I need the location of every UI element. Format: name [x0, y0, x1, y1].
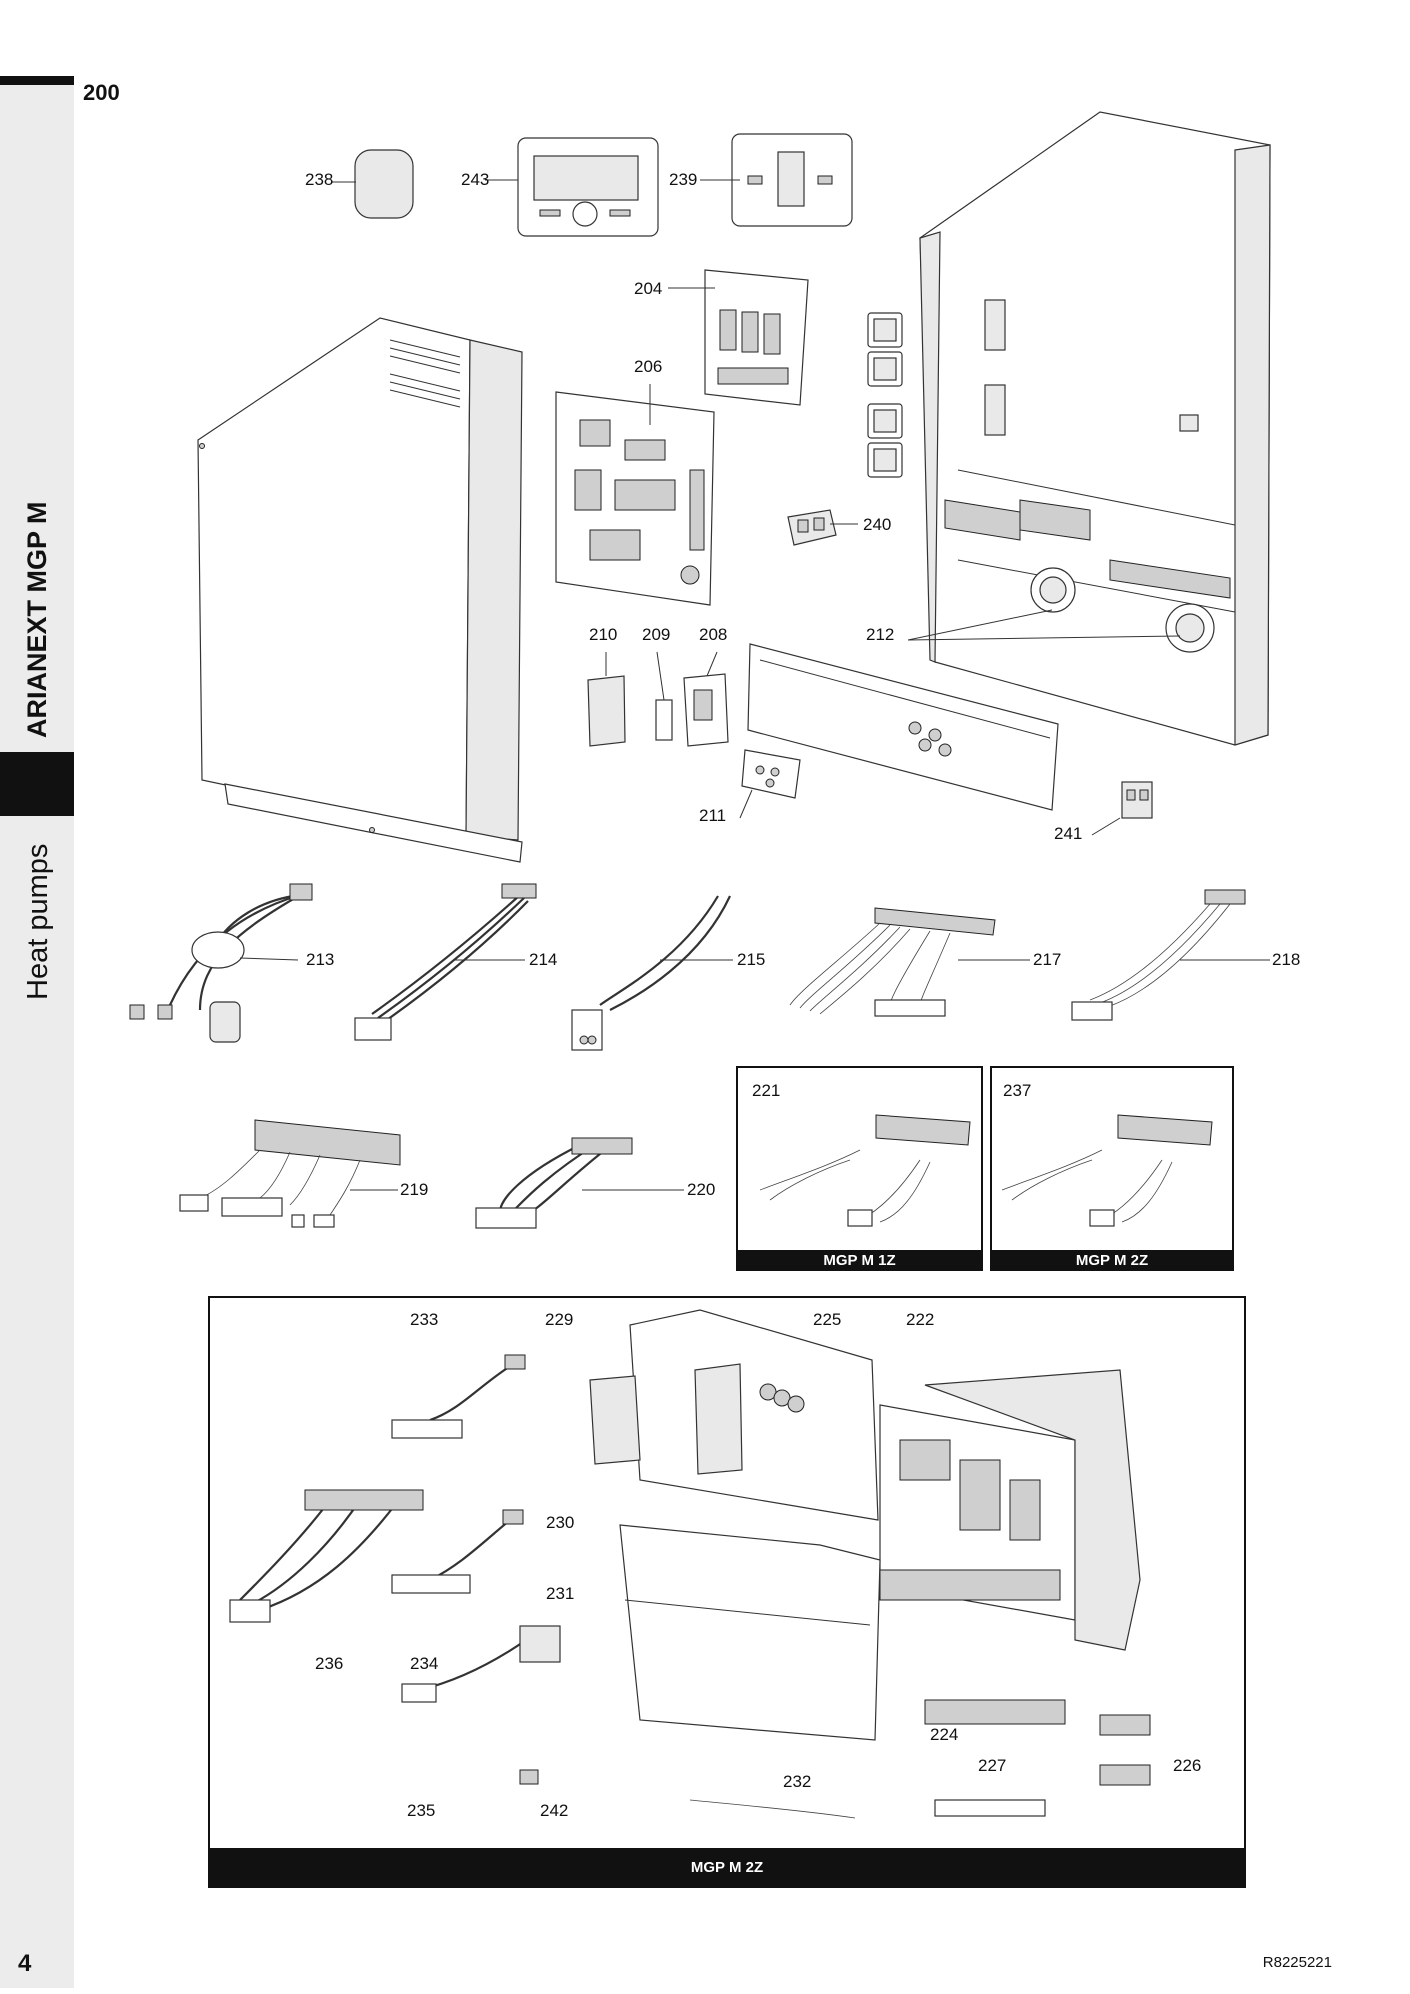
grommet-drawings — [867, 312, 903, 478]
part-label-208: 208 — [699, 625, 728, 644]
part-label-237: 237 — [1003, 1081, 1032, 1100]
kit-frame-1z — [736, 1066, 983, 1271]
back-frame-drawing — [907, 111, 1271, 746]
part-240-drawing — [787, 509, 858, 546]
part-label-215: 215 — [737, 950, 766, 969]
sidebar-top-rule — [0, 76, 74, 85]
part-label-226: 226 — [1173, 1756, 1202, 1775]
module-housing-drawing — [589, 1309, 879, 1521]
part-label-218: 218 — [1272, 950, 1301, 969]
part-239-drawing — [700, 133, 853, 227]
part-label-214: 214 — [529, 950, 558, 969]
part-label-230: 230 — [546, 1513, 575, 1532]
part-label-234: 234 — [410, 1654, 439, 1673]
part-label-209: 209 — [642, 625, 671, 644]
part-206-drawing — [555, 384, 715, 606]
part-label-236: 236 — [315, 1654, 344, 1673]
module-label: MGP M 2Z — [209, 1848, 1245, 1887]
part-label-229: 229 — [545, 1310, 574, 1329]
part-label-211: 211 — [699, 806, 727, 825]
kit-frame-2z — [990, 1066, 1234, 1271]
kit-237-drawing — [1001, 1114, 1213, 1227]
part-219-drawing — [179, 1119, 401, 1228]
part-215-drawing — [571, 895, 733, 1051]
part-label-231: 231 — [546, 1584, 575, 1603]
part-label-240: 240 — [863, 515, 892, 534]
part-label-227: 227 — [978, 1756, 1007, 1775]
sidebar-marker — [0, 752, 74, 816]
part-label-220: 220 — [687, 1180, 716, 1199]
kit-2z-label: MGP M 2Z — [991, 1250, 1233, 1271]
part-213-drawing — [129, 883, 313, 1043]
part-label-224: 224 — [930, 1725, 959, 1744]
part-238-drawing — [332, 149, 414, 219]
module-loom-drawings — [229, 1354, 561, 1785]
part-204-drawing — [668, 269, 809, 406]
part-label-221: 221 — [752, 1081, 781, 1100]
part-label-241: 241 — [1054, 824, 1083, 843]
sidebar-band — [0, 76, 74, 1988]
part-label-232: 232 — [783, 1772, 812, 1791]
parts-208-210-drawing — [587, 651, 729, 747]
kit-221-drawing — [759, 1114, 971, 1227]
part-220-drawing — [475, 1137, 684, 1229]
module-cover-drawing — [619, 1524, 881, 1741]
part-label-204: 204 — [634, 279, 663, 298]
part-label-238: 238 — [305, 170, 334, 189]
part-label-243: 243 — [461, 170, 490, 189]
part-label-242: 242 — [540, 1801, 569, 1820]
part-217-drawing — [789, 907, 1030, 1017]
part-label-206: 206 — [634, 357, 663, 376]
document-reference: R8225221 — [1262, 1954, 1332, 1971]
part-label-217: 217 — [1033, 950, 1062, 969]
part-label-235: 235 — [407, 1801, 436, 1820]
kit-1z-label: MGP M 1Z — [737, 1250, 982, 1271]
module-board-drawing — [879, 1369, 1141, 1651]
part-214-drawing — [354, 883, 537, 1041]
front-casing-drawing — [197, 317, 523, 863]
part-label-225: 225 — [813, 1310, 842, 1329]
part-label-212: 212 — [866, 625, 895, 644]
part-label-219: 219 — [400, 1180, 429, 1199]
mounting-rail-drawing — [747, 643, 1059, 811]
part-211-drawing — [739, 749, 801, 819]
page-number: 4 — [18, 1950, 32, 1977]
module-frame — [208, 1296, 1246, 1888]
part-label-222: 222 — [906, 1310, 935, 1329]
part-label-233: 233 — [410, 1310, 439, 1329]
part-218-drawing — [1071, 889, 1270, 1021]
part-label-239: 239 — [669, 170, 698, 189]
part-243-drawing — [485, 137, 659, 237]
module-spares-drawings — [689, 1699, 1151, 1819]
part-label-210: 210 — [589, 625, 618, 644]
part-label-213: 213 — [306, 950, 335, 969]
page-code: 200 — [83, 80, 120, 105]
part-241-drawing — [1091, 781, 1153, 836]
